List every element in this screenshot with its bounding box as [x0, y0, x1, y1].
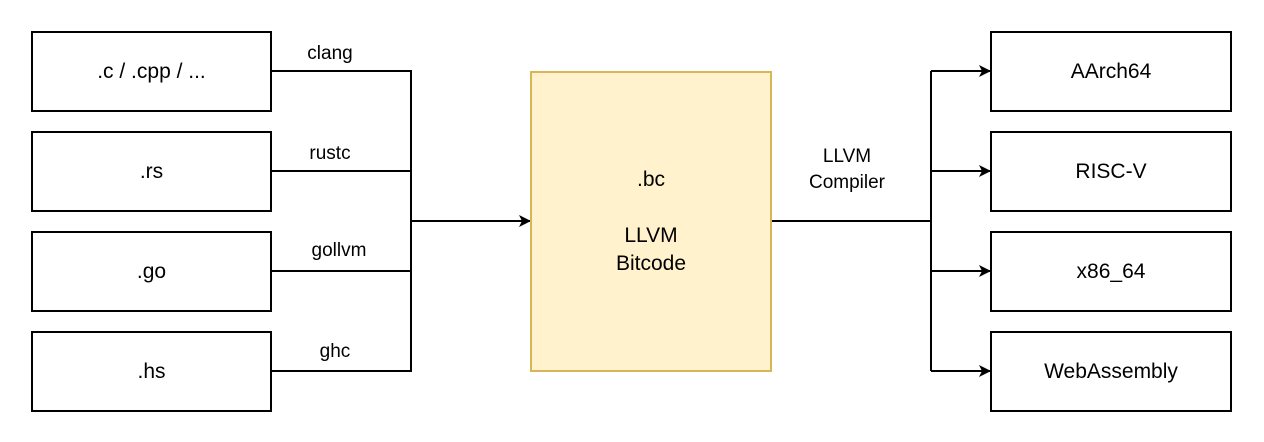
source-label: .go [136, 259, 167, 283]
edge-label-ghc: ghc [319, 341, 351, 362]
edge-label-rustc: rustc [309, 143, 351, 164]
bitcode-box: .bc LLVM Bitcode [530, 71, 772, 372]
source-label: .hs [137, 359, 166, 383]
source-box-c-cpp: .c / .cpp / ... [31, 31, 272, 112]
source-box-go: .go [31, 231, 272, 312]
target-box-x86-64: x86_64 [990, 231, 1232, 312]
target-box-aarch64: AArch64 [990, 31, 1232, 112]
source-label: .c / .cpp / ... [97, 59, 206, 83]
bitcode-ext: .bc [636, 167, 665, 191]
edge-label-gollvm: gollvm [311, 240, 367, 261]
target-box-riscv: RISC-V [990, 131, 1232, 212]
bitcode-line2: Bitcode [615, 251, 687, 275]
target-label: RISC-V [1075, 159, 1147, 183]
edge-label-clang: clang [307, 43, 353, 64]
source-box-rs: .rs [31, 131, 272, 212]
source-box-hs: .hs [31, 331, 272, 412]
target-label: AArch64 [1070, 59, 1152, 83]
compiler-label-line2: Compiler [808, 172, 886, 193]
target-box-webassembly: WebAssembly [990, 331, 1232, 412]
source-label: .rs [139, 159, 164, 183]
compiler-label-line1: LLVM [822, 146, 872, 167]
llvm-compiler-label: LLVM Compiler [793, 144, 901, 196]
bitcode-line1: LLVM [624, 223, 678, 247]
target-label: x86_64 [1076, 259, 1146, 283]
target-label: WebAssembly [1044, 359, 1178, 383]
